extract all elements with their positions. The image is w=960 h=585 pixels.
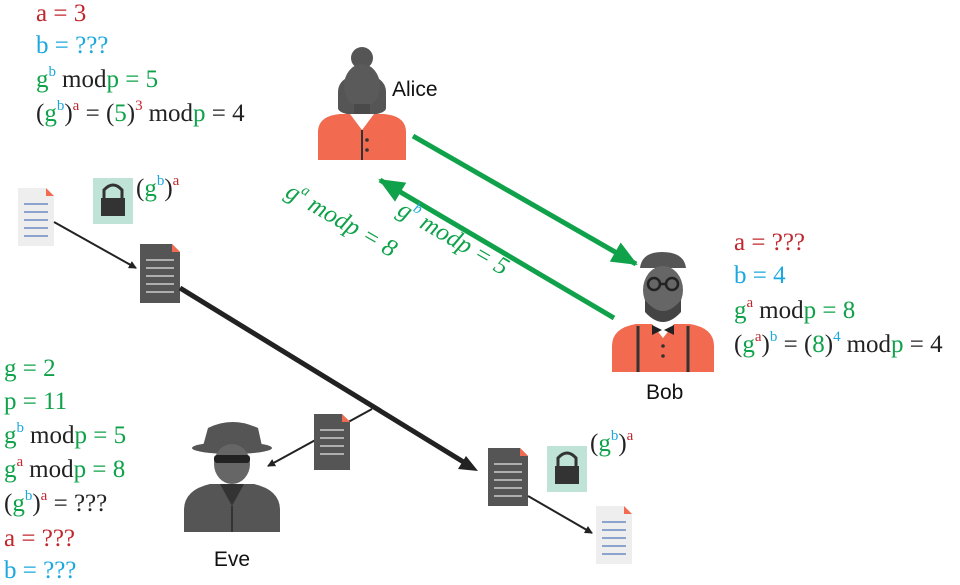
- svg-text:gamodp = 8: gamodp = 8: [281, 176, 403, 263]
- decrypted-document-icon: [596, 506, 632, 564]
- arrow-decrypt: [527, 495, 593, 534]
- arrow-label-gb-mod-p: gbmodp = 5: [393, 194, 514, 281]
- lock-icon-alice: [93, 178, 133, 224]
- arrow-bob-to-alice: [378, 177, 616, 321]
- eve-a-line: a = ???: [4, 525, 75, 552]
- plain-document-icon: [18, 188, 54, 246]
- svg-text:gbmodp = 5: gbmodp = 5: [393, 194, 514, 281]
- alice-b-line: b = ???: [36, 32, 108, 59]
- intercepted-document-icon: [314, 414, 350, 470]
- transmission-arrowhead: [458, 456, 478, 471]
- arrow-encrypt: [53, 221, 137, 269]
- eve-name-label: Eve: [214, 548, 250, 571]
- bob-name-label: Bob: [646, 381, 683, 404]
- alice-lock-key-label: (gb)a: [136, 173, 180, 202]
- eve-g-line: g = 2: [4, 355, 56, 382]
- bob-a-line: a = ???: [734, 229, 805, 256]
- encrypted-document-icon-received: [488, 448, 528, 506]
- arrow-alice-to-bob: [411, 133, 638, 267]
- bob-lock-key-label: (gb)a: [590, 428, 634, 457]
- bob-avatar-icon: [612, 252, 714, 372]
- bob-b-line: b = 4: [734, 262, 786, 289]
- eve-shared-key-line: (gb)a = ???: [4, 488, 107, 517]
- arrow-label-ga-mod-p: gamodp = 8: [281, 176, 403, 263]
- alice-a-line: a = 3: [36, 0, 86, 27]
- eve-spy-icon: [184, 422, 280, 532]
- alice-avatar-icon: [318, 47, 406, 160]
- transmission-line: [178, 285, 472, 469]
- lock-icon-bob: [547, 446, 587, 492]
- encrypted-document-icon-sent: [140, 244, 180, 303]
- eve-p-line: p = 11: [4, 388, 67, 415]
- alice-name-label: Alice: [392, 78, 438, 101]
- eve-b-line: b = ???: [4, 557, 76, 584]
